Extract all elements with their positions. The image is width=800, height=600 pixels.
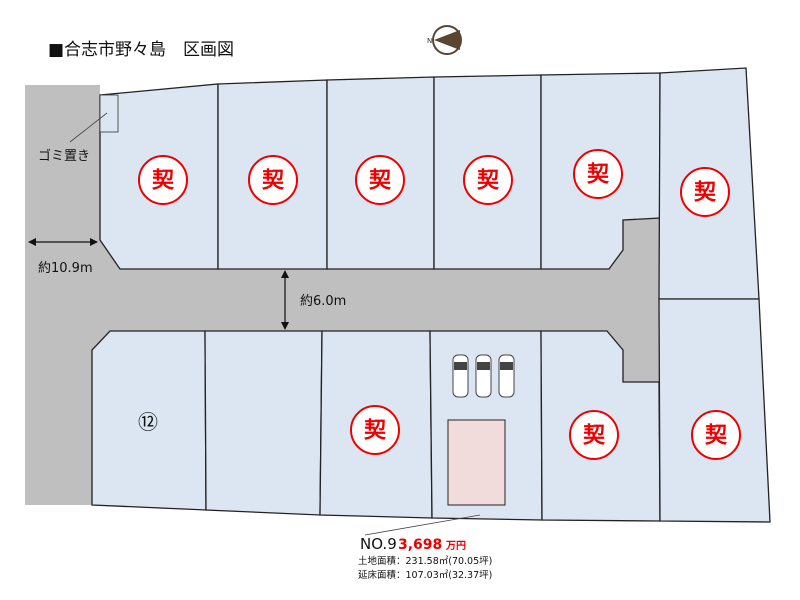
sold-mark: 契: [680, 167, 730, 217]
garbage-area: [99, 94, 119, 133]
width-arrow-west: [28, 238, 98, 246]
car-icon: [452, 354, 469, 398]
bottom-lots: [91, 298, 771, 523]
west-road: [25, 85, 100, 505]
garbage-label: ゴミ置き: [38, 148, 90, 164]
lot-price: 3,698: [398, 537, 442, 553]
top-lots: [99, 67, 760, 300]
road-width-label: 約6.0m: [300, 294, 346, 309]
west-width-label: 約10.9m: [38, 261, 93, 276]
sold-mark: 契: [138, 155, 188, 205]
car-icon: [498, 354, 515, 398]
central-road: [92, 218, 659, 505]
lot-number: NO.9: [360, 535, 397, 553]
svg-text:契: 契: [363, 419, 387, 444]
svg-text:N: N: [427, 37, 432, 45]
svg-text:契: 契: [476, 169, 500, 194]
sold-mark: 契: [691, 410, 741, 460]
svg-text:契: 契: [586, 163, 610, 188]
svg-text:契: 契: [151, 169, 175, 194]
sold-mark: 契: [463, 155, 513, 205]
svg-text:契: 契: [261, 169, 285, 194]
svg-text:契: 契: [693, 181, 717, 206]
building-footprint: [447, 419, 506, 506]
leader-line: [364, 514, 481, 536]
sold-mark: 契: [569, 410, 619, 460]
sold-mark: 契: [573, 149, 623, 199]
sold-marks: 契 契 契 契 契 契 契 契 契: [138, 149, 741, 460]
sold-mark: 契: [350, 405, 400, 455]
page-title: ■合志市野々島 区画図: [48, 40, 234, 60]
compass-icon: N: [427, 25, 462, 55]
car-icon: [475, 354, 492, 398]
car-icons: [452, 354, 515, 398]
width-arrow-road: [281, 270, 289, 330]
floor-area: 延床面積：107.03㎡(32.37坪): [358, 569, 492, 581]
sold-mark: 契: [248, 155, 298, 205]
svg-text:契: 契: [704, 424, 728, 449]
svg-text:契: 契: [368, 169, 392, 194]
lot-price-unit: 万円: [445, 540, 466, 552]
lot[interactable]: [204, 330, 323, 516]
svg-text:契: 契: [582, 424, 606, 449]
land-area: 土地面積：231.58㎡(70.05坪): [358, 555, 492, 567]
sold-mark: 契: [355, 155, 405, 205]
lot-12[interactable]: [91, 330, 207, 511]
leader-line: [69, 112, 108, 143]
lot-number-marker: ⑫: [138, 410, 158, 434]
